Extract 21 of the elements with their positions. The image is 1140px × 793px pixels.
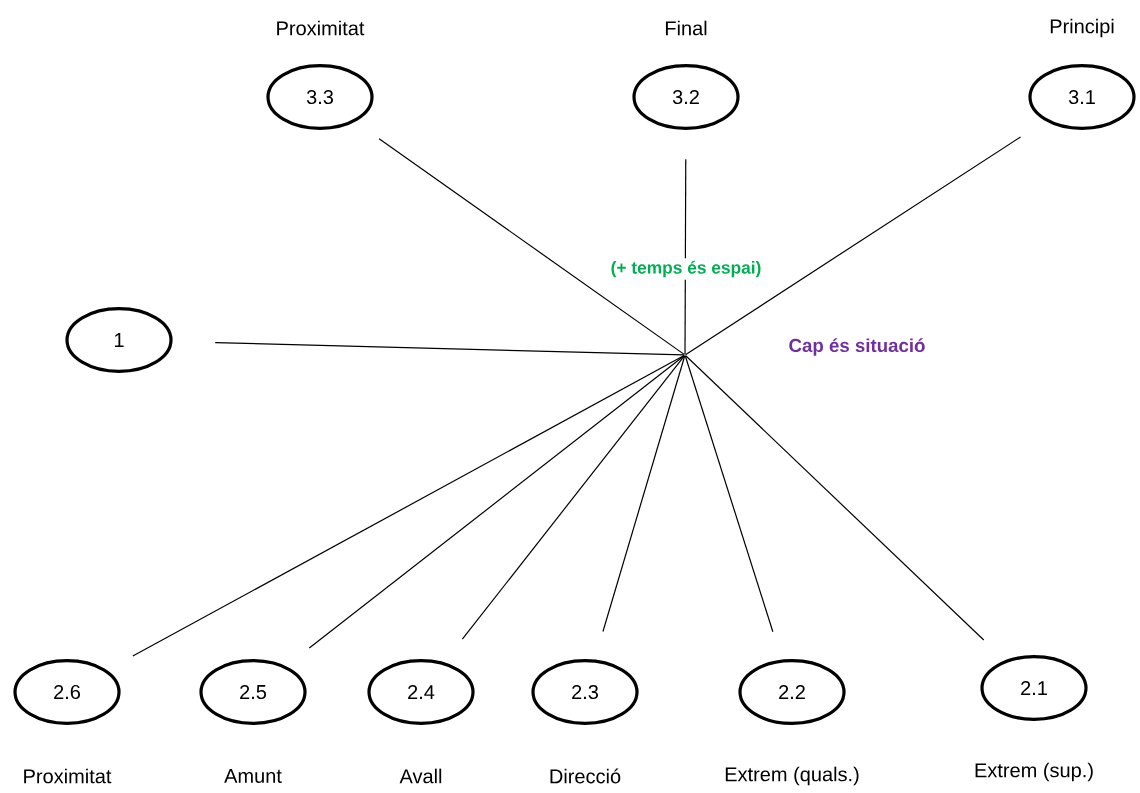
spoke-line (685, 355, 985, 641)
spoke-line (685, 136, 1022, 356)
spoke-line (684, 158, 687, 355)
term-label: Principi (1050, 18, 1114, 38)
term-label: Proximitat (24, 768, 112, 784)
spoke-line (684, 355, 774, 633)
edge-label: (+ temps és espai) (611, 260, 761, 278)
term-label: Amunt (224, 769, 282, 783)
spoke-line (378, 138, 685, 355)
spoke-line (602, 355, 686, 633)
spoke-line (461, 355, 685, 640)
term-label: Proximitat (277, 20, 365, 36)
spoke-line (214, 341, 685, 356)
term-label: Direcció (550, 768, 621, 784)
term-label: Final (665, 20, 707, 36)
term-label: Extrem (sup.) (975, 762, 1093, 782)
note-label: Cap és situació (789, 338, 925, 356)
spoke-line (308, 355, 685, 649)
term-label: Avall (399, 768, 442, 784)
spoke-line (132, 354, 685, 657)
term-label: Extrem (quals.) (725, 766, 859, 786)
